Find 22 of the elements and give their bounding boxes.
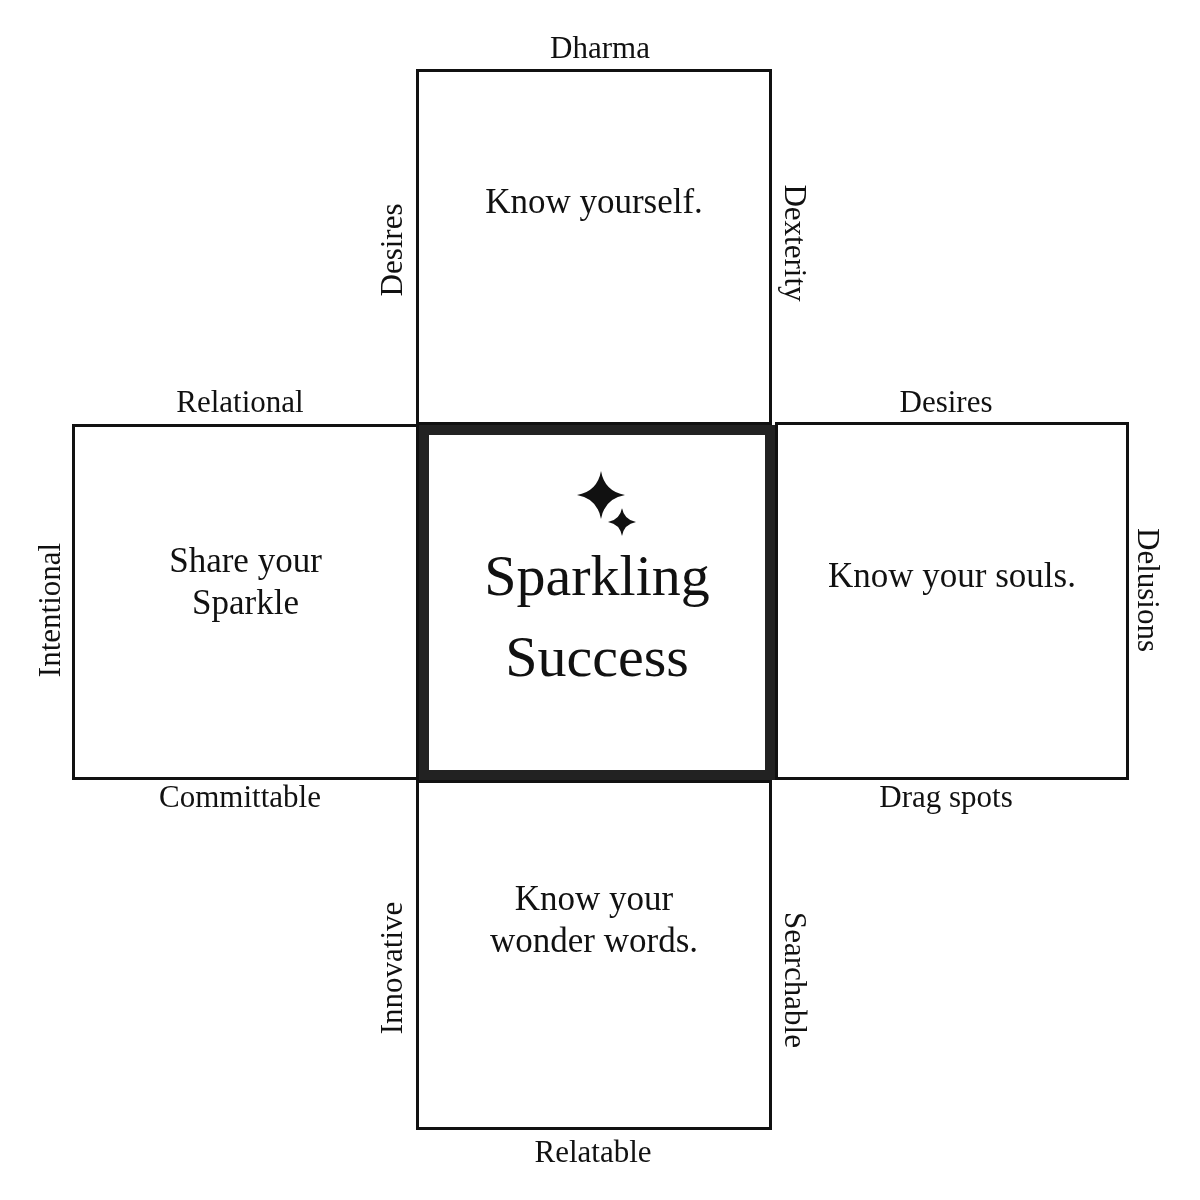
box-text: Know your wonder words. <box>489 878 699 962</box>
side-label: Dharma <box>550 30 650 66</box>
side-label: Intentional <box>32 542 68 678</box>
side-label: Dexterity <box>777 184 813 302</box>
square-box <box>416 69 772 425</box>
side-label: Relational <box>176 384 304 420</box>
square-box <box>419 425 775 780</box>
box-text: Know yourself. <box>484 181 704 223</box>
box-text: Share your Sparkle <box>168 540 323 624</box>
side-label: Searchable <box>777 912 813 1048</box>
side-label: Desires <box>899 384 993 420</box>
side-label: Desires <box>374 203 410 297</box>
side-label: Relatable <box>534 1134 652 1170</box>
side-label: Delusions <box>1130 528 1166 652</box>
side-label: Innovative <box>374 901 410 1035</box>
title-text: Sparkling Success <box>483 542 711 692</box>
side-label: Drag spots <box>879 779 1013 815</box>
box-text: Know your souls. <box>827 555 1077 597</box>
square-box <box>775 422 1129 780</box>
square-box <box>72 424 419 780</box>
square-box <box>416 780 772 1130</box>
side-label: Committable <box>159 779 321 815</box>
